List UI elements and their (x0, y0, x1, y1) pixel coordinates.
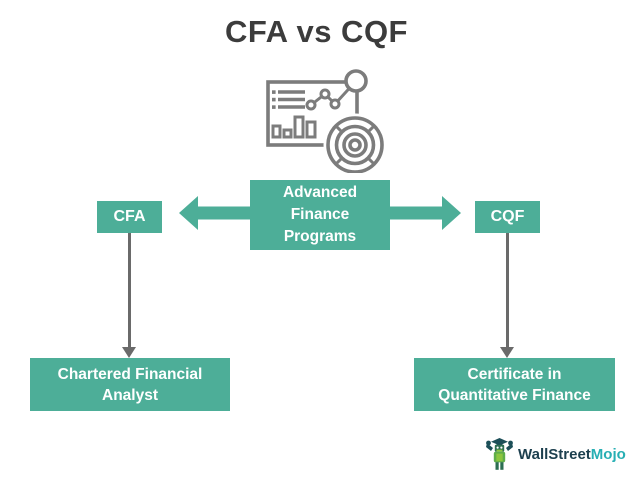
bullet-dots (272, 90, 276, 109)
node-cqf: CQF (475, 201, 540, 233)
logo-text-wallstreet: WallStreet (518, 446, 591, 463)
logo-wordmark: WallStreetMojo (518, 446, 626, 463)
node-cfa: CFA (97, 201, 162, 233)
wallstreetmojo-logo: WallStreetMojo (486, 438, 626, 471)
center-node-advanced-finance-programs: Advanced Finance Programs (250, 180, 390, 250)
chart-board-frame (266, 80, 359, 147)
bar-chart (271, 115, 317, 139)
line-chart (305, 79, 358, 111)
node-circle (344, 69, 368, 93)
arrow-left-icon (179, 196, 250, 230)
bullet-list (278, 90, 305, 109)
arrow-down-icon (500, 347, 514, 358)
node-chartered-financial-analyst: Chartered Financial Analyst (30, 358, 230, 411)
node-certificate-in-quantitative-finance: Certificate in Quantitative Finance (414, 358, 615, 411)
logo-text-mojo: Mojo (590, 446, 626, 463)
arrow-right-icon (390, 196, 461, 230)
donut-chart (323, 113, 386, 173)
arrow-down-icon (122, 347, 136, 358)
page-title: CFA vs CQF (225, 14, 408, 49)
connector-line-cqf (506, 233, 509, 347)
connector-line-cfa (128, 233, 131, 347)
bull-mascot-icon (486, 438, 513, 470)
analytics-dashboard-icon (266, 69, 386, 173)
